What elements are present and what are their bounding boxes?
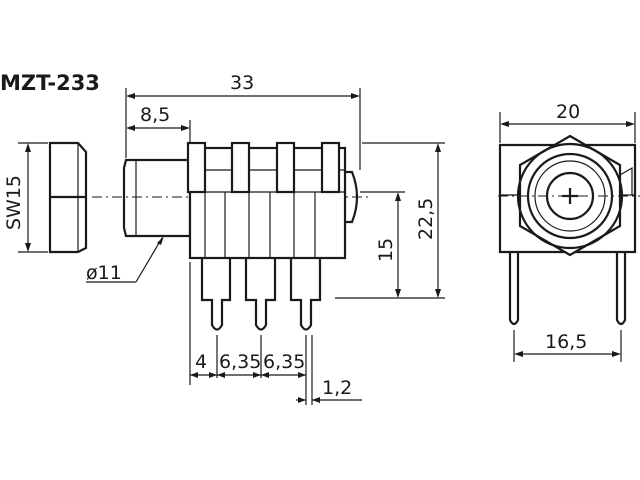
pin-offset-label: 4 bbox=[195, 351, 207, 373]
part-number-title: MZT-233 bbox=[0, 71, 100, 95]
dim-front-length: 8,5 bbox=[126, 104, 191, 143]
overall-length-label: 33 bbox=[230, 72, 254, 94]
total-height-label: 22,5 bbox=[415, 198, 437, 240]
jack-side-view bbox=[122, 141, 359, 331]
dim-mount-spacing: 16,5 bbox=[513, 330, 622, 362]
nut-size-label: SW15 bbox=[3, 175, 25, 230]
dim-width: 20 bbox=[499, 101, 636, 143]
hex-nut-side-view: SW15 bbox=[3, 141, 88, 254]
dim-thread-diameter: ø11 bbox=[86, 236, 164, 284]
pin-pitch-1-label: 6,35 bbox=[219, 351, 261, 373]
pin-width-label: 1,2 bbox=[322, 377, 352, 399]
pin-height-label: 15 bbox=[375, 238, 397, 262]
dim-pin-spacing: 4 6,35 6,35 1,2 bbox=[189, 262, 362, 405]
dim-heights: 22,5 15 bbox=[335, 142, 445, 299]
thread-diameter-label: ø11 bbox=[86, 262, 122, 284]
mount-spacing-label: 16,5 bbox=[545, 331, 587, 353]
dim-overall-length: 33 bbox=[125, 72, 361, 170]
front-length-label: 8,5 bbox=[140, 104, 170, 126]
jack-front-view bbox=[498, 134, 637, 326]
width-label: 20 bbox=[556, 101, 580, 123]
pin-pitch-2-label: 6,35 bbox=[263, 351, 305, 373]
